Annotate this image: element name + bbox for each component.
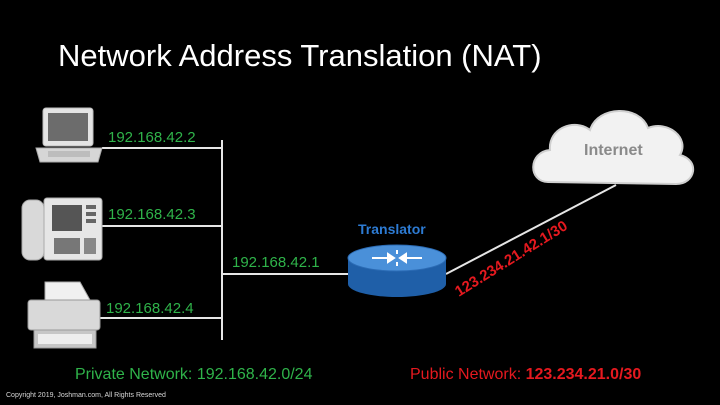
laptop-icon (36, 108, 102, 162)
phone-ip-label: 192.168.42.3 (108, 206, 196, 223)
router-inside-ip-label: 192.168.42.1 (232, 254, 320, 271)
router-icon (348, 245, 446, 297)
printer-icon (28, 282, 100, 348)
laptop-ip-label: 192.168.42.2 (108, 129, 196, 146)
public-network-value: 123.234.21.0/30 (526, 366, 642, 383)
public-network-prefix: Public Network: (410, 366, 526, 383)
ip-phone-icon (22, 198, 102, 260)
printer-ip-label: 192.168.42.4 (106, 300, 194, 317)
translator-label: Translator (358, 221, 426, 237)
internet-label: Internet (584, 142, 643, 160)
copyright-text: Copyright 2019, Joshman.com, All Rights … (6, 392, 166, 399)
private-network-label: Private Network: 192.168.42.0/24 (75, 366, 312, 384)
wan-link (446, 185, 616, 274)
page-title: Network Address Translation (NAT) (58, 38, 542, 74)
public-network-label: Public Network: 123.234.21.0/30 (410, 366, 641, 384)
